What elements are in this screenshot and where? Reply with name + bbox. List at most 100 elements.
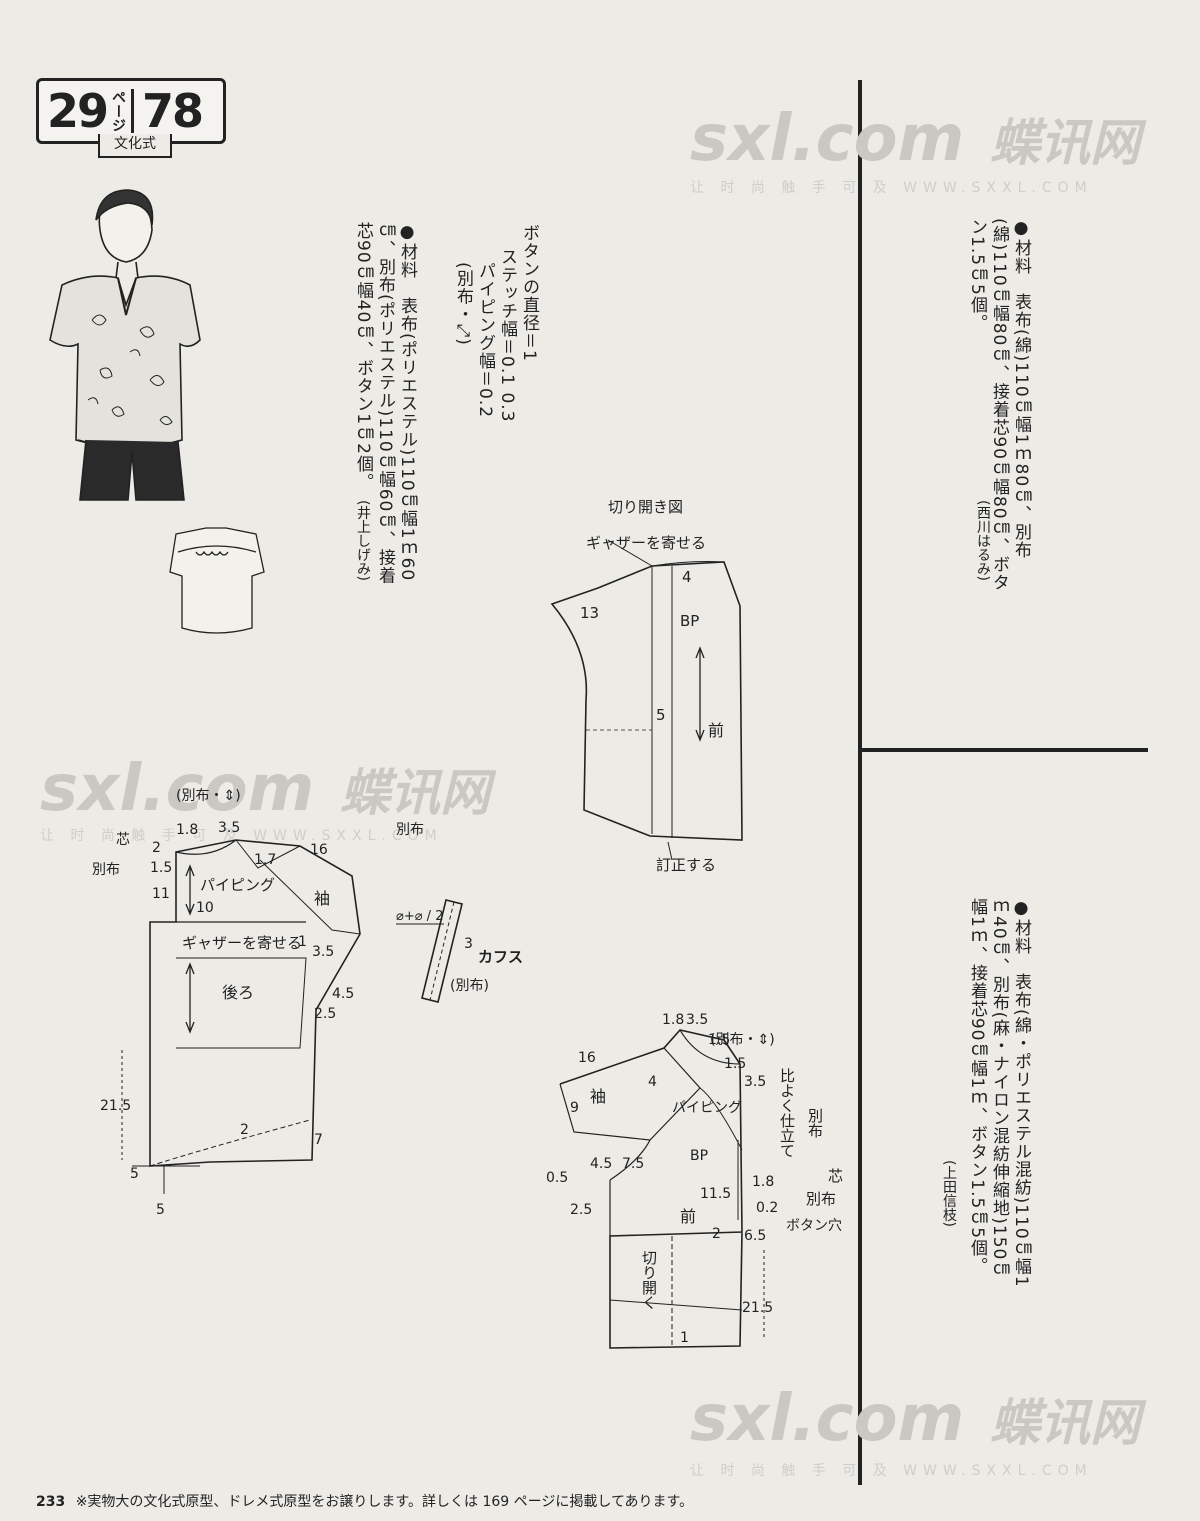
slash-gather: ギャザーを寄せる — [586, 534, 706, 552]
front-sleeve: 袖 — [590, 1087, 606, 1106]
back-piping: パイピング — [200, 876, 275, 894]
back-label: 後ろ — [222, 983, 254, 1002]
cuff-fabric: (別布) — [450, 978, 489, 994]
slash-dim-4: 4 — [682, 568, 692, 586]
slash-diagram — [550, 539, 743, 861]
footer: 233 ※実物大の文化式原型、ドレメ式原型をお譲りします。詳しくは 169 ペー… — [36, 1491, 693, 1511]
front-other-fabric: 別布 — [806, 1190, 837, 1208]
svg-text:蝶讯网: 蝶讯网 — [340, 764, 497, 822]
back-dim-2-5: 2.5 — [314, 1006, 336, 1022]
svg-text:让 时 尚 触 手 可 及 WWW.SXXL.COM: 让 时 尚 触 手 可 及 WWW.SXXL.COM — [690, 180, 1093, 196]
back-dim-2: 2 — [152, 840, 161, 856]
svg-text:蝶讯网: 蝶讯网 — [990, 114, 1147, 172]
front-fabric-side: 別布 — [806, 1108, 824, 1138]
designer-bottom-right: (上田信枝) — [941, 1160, 957, 1227]
front-extra-fabric: (別布・⇕) — [710, 1032, 775, 1048]
front-dim-3-5b: 3.5 — [744, 1074, 766, 1090]
back-sleeve: 袖 — [314, 889, 330, 908]
svg-text:sxl.com: sxl.com — [690, 102, 964, 176]
front-pattern-diagram — [559, 1029, 765, 1349]
note-piping-width: パイピング幅＝0.2 — [475, 262, 495, 419]
front-finish-label: 比よく仕立て — [778, 1068, 796, 1158]
front-dim-4-5: 4.5 — [590, 1156, 612, 1172]
back-view-sketch — [169, 527, 265, 634]
badge-divider — [131, 89, 135, 133]
page-unit: ページ — [110, 90, 127, 132]
cuff-formula: ⌀+⌀ / 2 — [396, 909, 443, 924]
front-dim-11-5: 11.5 — [700, 1186, 731, 1202]
back-dim-21-5: 21.5 — [100, 1098, 131, 1114]
page-ref: 29 — [47, 84, 109, 138]
front-buttonhole: ボタン穴 — [786, 1218, 842, 1234]
front-dim-1-5b: 1.5 — [724, 1056, 746, 1072]
back-other-fabric: 別布 — [92, 862, 120, 878]
cuff-dim: 3 — [464, 936, 473, 952]
front-open-label: 切り開く — [640, 1250, 658, 1310]
slash-bp: BP — [680, 612, 699, 630]
back-dim-3-5: 3.5 — [218, 820, 240, 836]
front-dim-3-5: 3.5 — [686, 1012, 708, 1028]
svg-text:sxl.com: sxl.com — [40, 752, 314, 826]
design-number: 78 — [142, 84, 204, 138]
watermark-bottom: sxl.com 蝶讯网 让 时 尚 触 手 可 及 WWW.SXXL.COM — [690, 1382, 1147, 1479]
front-dim-2-5: 2.5 — [570, 1202, 592, 1218]
materials-top-right: ●材料 表布(綿)110㎝幅1ｍ80㎝、別布(綿)110㎝幅80㎝、接着芯90㎝… — [967, 218, 1031, 592]
note-button-diameter: ボタンの直径＝1 — [519, 224, 539, 362]
front-dim-6-5: 6.5 — [744, 1228, 766, 1244]
watermark-mid: sxl.com 蝶讯网 让 时 尚 触 手 可 及 WWW.SXXL.COM — [40, 752, 497, 844]
front-dim-9: 9 — [570, 1100, 579, 1116]
svg-text:sxl.com: sxl.com — [690, 1382, 964, 1456]
materials-bottom-right: ●材料 表布(綿・ポリエステル混紡)110㎝幅1ｍ40㎝、別布(麻・ナイロン混紡… — [967, 898, 1031, 1288]
back-dim-11: 11 — [152, 886, 170, 902]
front-dim-0-5: 0.5 — [546, 1170, 568, 1186]
back-extra-fabric: (別布・⇕) — [176, 788, 241, 804]
footer-note: ※実物大の文化式原型、ドレメ式原型をお譲りします。詳しくは 169 ページに掲載… — [75, 1494, 694, 1510]
watermark-top: sxl.com 蝶讯网 让 时 尚 触 手 可 及 WWW.SXXL.COM — [690, 102, 1147, 196]
back-dim-3-5b: 3.5 — [312, 944, 334, 960]
slash-dim-5: 5 — [656, 706, 666, 724]
back-fabric-label: 別布 — [396, 822, 424, 838]
slash-dim-13: 13 — [580, 604, 599, 622]
back-interfacing: 芯 — [116, 832, 130, 848]
note-stitch-width: ステッチ幅＝0.1 0.3 — [497, 248, 517, 423]
front-label: 前 — [680, 1207, 696, 1226]
front-dim-1-8b: 1.8 — [752, 1174, 774, 1190]
svg-text:让 时 尚 触 手 可 及 WWW.SXXL.COM: 让 时 尚 触 手 可 及 WWW.SXXL.COM — [690, 1463, 1093, 1479]
svg-text:蝶讯网: 蝶讯网 — [990, 1394, 1147, 1452]
back-dim-5: 5 — [130, 1166, 139, 1182]
designer-left: (井上しげみ) — [355, 500, 371, 581]
back-dim-1-8: 1.8 — [176, 822, 198, 838]
pattern-system-label: 文化式 — [98, 134, 172, 158]
page-number: 233 — [36, 1494, 66, 1510]
slash-front: 前 — [708, 721, 724, 740]
designer-top-right: (西川はるみ) — [975, 500, 991, 581]
cuff-label: カフス — [478, 948, 523, 966]
back-dim-2b: 2 — [240, 1122, 249, 1138]
front-dim-16: 16 — [578, 1050, 596, 1066]
front-dim-21-5: 21.5 — [742, 1300, 773, 1316]
back-dim-10: 10 — [196, 900, 214, 916]
back-dim-1-5: 1.5 — [150, 860, 172, 876]
front-interfacing: 芯 — [826, 1168, 844, 1183]
pattern-number-badge: 29 ページ 78 — [36, 78, 226, 144]
front-bp: BP — [690, 1148, 708, 1164]
front-dim-2: 2 — [712, 1226, 721, 1242]
back-dim-7: 7 — [314, 1132, 323, 1148]
note-extra-fabric: (別布・⤢) — [453, 262, 473, 346]
cuff-diagram — [396, 899, 463, 1003]
materials-left: ●材料 表布(ポリエステル)110㎝幅1ｍ60㎝、別布(ポリエステル)110㎝幅… — [353, 222, 417, 585]
slash-correct: 訂正する — [656, 856, 716, 874]
back-dim-1-7: 1.7 — [254, 852, 276, 868]
back-dim-4-5: 4.5 — [332, 986, 354, 1002]
front-dim-1: 1 — [680, 1330, 689, 1346]
front-piping: パイピング — [672, 1100, 742, 1116]
front-dim-4: 4 — [648, 1074, 657, 1090]
model-illustration — [49, 189, 201, 501]
svg-text:让 时 尚 触 手 可 及 WWW.SXXL.COM: 让 时 尚 触 手 可 及 WWW.SXXL.COM — [40, 828, 443, 844]
back-gather: ギャザーを寄せる — [182, 934, 302, 952]
back-dim-16: 16 — [310, 842, 328, 858]
back-pattern-diagram — [121, 839, 361, 1194]
front-dim-1-5: 1.5 — [708, 1032, 730, 1048]
front-dim-7-5: 7.5 — [622, 1156, 644, 1172]
